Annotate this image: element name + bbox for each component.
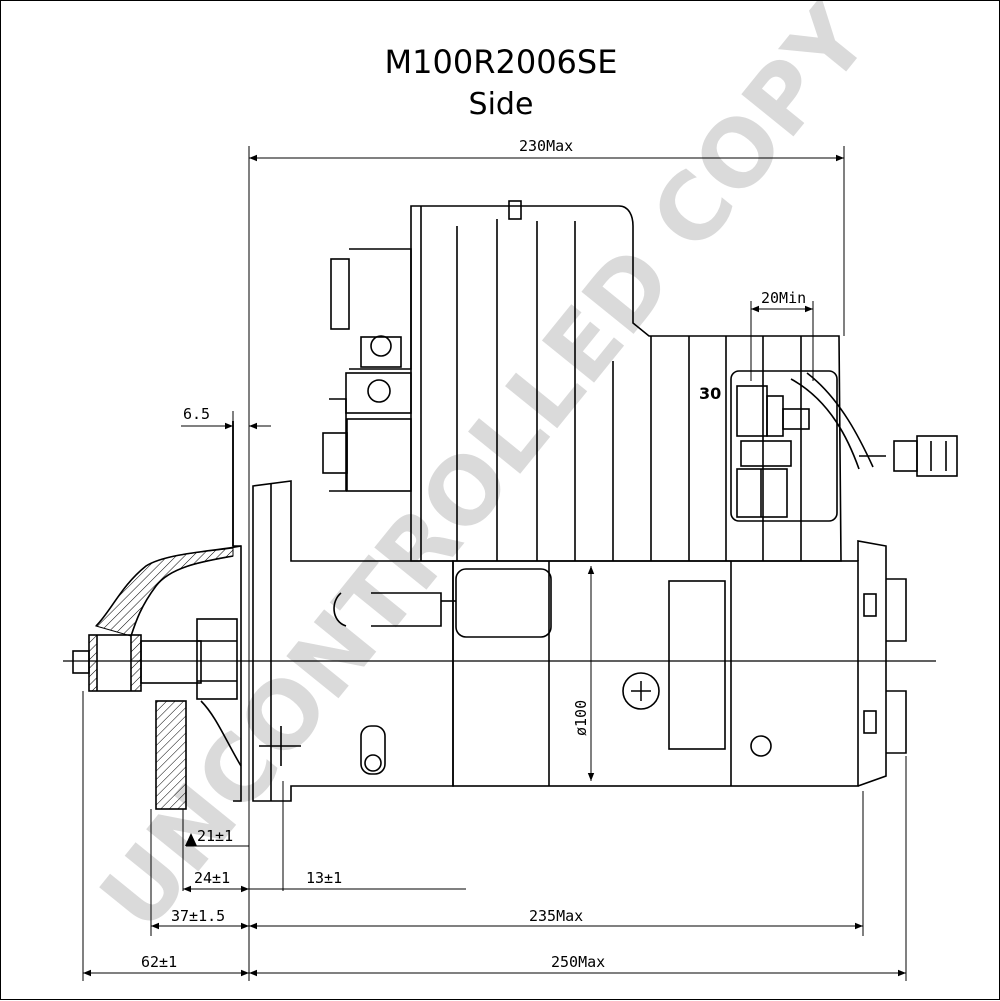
- dim-62: 62±1: [141, 953, 177, 971]
- dim-250max: 250Max: [551, 953, 605, 971]
- dim-37: 37±1.5: [171, 907, 225, 925]
- dim-20min: 20Min: [761, 289, 806, 307]
- dimension-lines: [82, 146, 907, 981]
- terminal-label: 30: [699, 384, 721, 403]
- dim-13: 13±1: [306, 869, 342, 887]
- dim-230max: 230Max: [519, 137, 573, 155]
- dim-235max: 235Max: [529, 907, 583, 925]
- hatched-nut: [88, 634, 98, 692]
- datum-arrow-icon: [185, 833, 197, 846]
- hatched-nose: [95, 547, 234, 637]
- dim-6-5: 6.5: [183, 405, 210, 423]
- dim-24: 24±1: [194, 869, 230, 887]
- diameter-label: ø100: [572, 700, 590, 736]
- drawing-title: M100R2006SE: [384, 43, 618, 81]
- drawing-subtitle: Side: [468, 87, 534, 122]
- watermark-text: UNCONTROLLED COPY: [80, 1, 891, 950]
- dim-21: 21±1: [197, 827, 233, 845]
- hatched-bracket: [155, 700, 187, 810]
- hatched-nut-right: [130, 634, 142, 692]
- screw-head: [631, 681, 651, 701]
